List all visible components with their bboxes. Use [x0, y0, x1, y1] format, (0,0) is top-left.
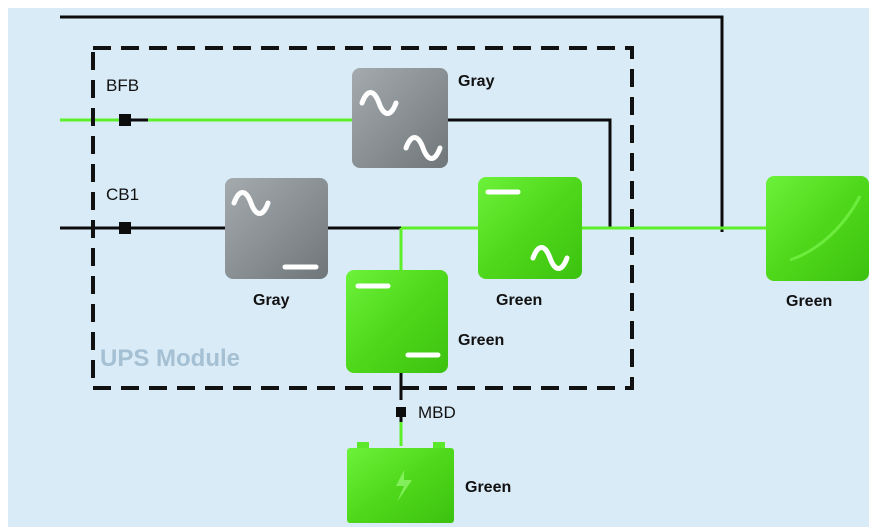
ups-module-boundary [91, 46, 634, 390]
battery-block[interactable] [347, 442, 454, 523]
bypass-switch-block[interactable] [352, 68, 448, 168]
bfb-label: BFB [106, 76, 139, 95]
mbd-breaker[interactable] [396, 407, 406, 417]
inverter-status: Green [496, 292, 542, 309]
load-status: Green [786, 293, 832, 310]
bypass-output-wire [448, 118, 612, 228]
load-block[interactable] [766, 176, 869, 281]
top-bypass-wire [60, 15, 724, 232]
battery-status: Green [465, 479, 511, 496]
ac-dc-rectifier-icon [231, 190, 319, 270]
ac-ac-switch-icon [359, 90, 443, 161]
inverter-block[interactable] [478, 177, 582, 279]
load-icon [789, 195, 862, 262]
dc-ac-inverter-icon [485, 189, 570, 271]
bypass-status: Gray [458, 73, 495, 90]
rectifier-status: Gray [253, 292, 290, 309]
mbd-label: MBD [418, 403, 456, 422]
cb1-label: CB1 [106, 185, 139, 204]
dc-dc-converter-icon [355, 283, 441, 358]
ups-module-label: UPS Module [100, 345, 240, 372]
bfb-breaker[interactable] [119, 114, 131, 126]
battery-icon [396, 470, 412, 502]
dc-converter-block[interactable] [346, 270, 448, 373]
rectifier-block[interactable] [225, 178, 328, 279]
cb1-breaker[interactable] [119, 222, 131, 234]
dc-converter-status: Green [458, 332, 504, 349]
